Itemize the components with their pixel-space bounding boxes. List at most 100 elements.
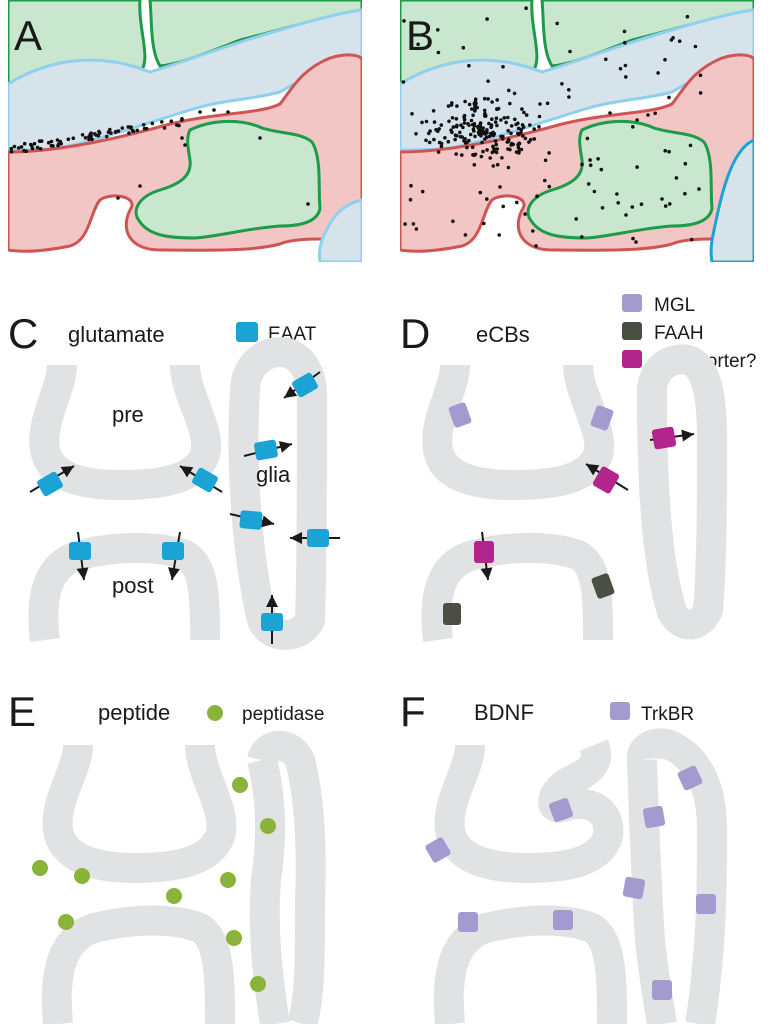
eaat-legend-swatch bbox=[236, 322, 258, 342]
panel-b-dot bbox=[498, 185, 502, 189]
peptidase-dot bbox=[74, 868, 90, 884]
panel-b-dot bbox=[495, 123, 499, 128]
panel-b-dot bbox=[493, 120, 498, 124]
transporter bbox=[592, 466, 620, 494]
panel-a-dot bbox=[180, 136, 184, 140]
panel-b-dot bbox=[449, 128, 453, 132]
panel-e-glia-membrane bbox=[247, 730, 326, 1024]
eaat-arrow-head bbox=[60, 466, 74, 478]
panel-b-dot bbox=[537, 125, 541, 129]
panel-b-dot bbox=[538, 102, 542, 106]
panel-b-dot bbox=[469, 118, 474, 123]
panel-b-dot bbox=[506, 165, 511, 170]
panel-b-dot bbox=[459, 123, 463, 127]
panel-b-dot bbox=[458, 130, 462, 135]
panel-b-dot bbox=[560, 82, 564, 86]
panel-b-dot bbox=[467, 123, 471, 127]
panel-a-dot bbox=[55, 138, 60, 142]
panel-b-dot bbox=[501, 65, 505, 69]
panel-b-dot bbox=[508, 147, 512, 152]
panel-d-title: eCBs bbox=[476, 322, 530, 347]
panel-b-dot bbox=[516, 121, 520, 126]
panel-b-dot bbox=[489, 123, 494, 127]
panel-b-dot bbox=[513, 117, 517, 122]
panel-a-dot bbox=[226, 110, 230, 114]
panel-b-dot bbox=[527, 140, 531, 144]
faah-legend-label: FAAH bbox=[654, 323, 704, 344]
panel-b-dot bbox=[600, 206, 605, 210]
eaat-arrow-head bbox=[260, 515, 274, 528]
panel-e-title: peptide bbox=[98, 700, 170, 725]
panel-b-dot bbox=[693, 44, 698, 49]
panel-b-dot bbox=[470, 145, 475, 150]
panel-a-dot bbox=[66, 137, 71, 141]
panel-b-dot bbox=[668, 202, 672, 206]
panel-f-letter: F bbox=[400, 688, 426, 735]
panel-b-dot bbox=[623, 40, 627, 45]
panel-a-dot bbox=[58, 139, 63, 144]
panel-b-dot bbox=[497, 233, 502, 237]
panel-b-dot bbox=[683, 161, 688, 166]
panel-a-dot bbox=[29, 144, 34, 148]
eaat-transporter bbox=[192, 467, 218, 493]
panel-b-dot bbox=[463, 233, 468, 237]
transporter bbox=[651, 426, 677, 450]
peptidase-legend-label: peptidase bbox=[242, 704, 324, 725]
transporter bbox=[474, 541, 494, 563]
panel-b-dot bbox=[462, 117, 467, 122]
panel-b-dot bbox=[439, 123, 444, 127]
panel-b-dot bbox=[663, 204, 668, 208]
panel-f-glia-membrane bbox=[627, 728, 727, 1024]
panel-b-dot bbox=[414, 132, 418, 136]
panel-a-dot bbox=[120, 126, 125, 130]
panel-b-dot bbox=[424, 119, 429, 124]
panel-a-dot bbox=[183, 143, 187, 147]
panel-b-dot bbox=[677, 39, 682, 43]
panel-d-glia-membrane bbox=[636, 344, 727, 640]
panel-b-dot bbox=[635, 118, 639, 122]
panel-a-dot bbox=[30, 146, 35, 151]
panel-b-dot bbox=[485, 148, 489, 152]
panel-b-dot bbox=[453, 137, 457, 142]
panel-a-dot bbox=[141, 123, 146, 127]
peptidase-dot bbox=[260, 818, 276, 834]
panel-b-dot bbox=[532, 127, 536, 131]
panel-b-dot bbox=[516, 131, 520, 136]
panel-a-dot bbox=[131, 129, 136, 134]
panel-b-dot bbox=[586, 182, 591, 186]
panel-b-dot bbox=[596, 157, 600, 161]
panel-b-dot bbox=[432, 137, 436, 142]
peptidase-dot bbox=[58, 914, 74, 930]
panel-b-dot bbox=[501, 204, 506, 209]
panel-b-dot bbox=[471, 113, 475, 118]
panel-b-dot bbox=[477, 132, 482, 137]
panel-a-dot bbox=[162, 126, 167, 130]
panel-b-dot bbox=[491, 164, 496, 168]
panel-d-enzymes bbox=[443, 402, 695, 625]
panel-b-dot bbox=[698, 73, 703, 78]
panel-a-dot bbox=[97, 129, 101, 134]
panel-b-dot bbox=[480, 140, 484, 145]
panel-b-dot bbox=[689, 237, 694, 242]
panel-b-dot bbox=[473, 97, 478, 101]
panel-f-presynaptic-membrane bbox=[434, 739, 624, 883]
panel-c-title: glutamate bbox=[68, 322, 165, 347]
panel-b-dot bbox=[646, 113, 650, 117]
panel-a-dot bbox=[306, 202, 310, 206]
panel-b-dot bbox=[500, 156, 504, 160]
panel-b-dot bbox=[653, 111, 657, 116]
panel-b-dot bbox=[618, 66, 623, 71]
panel-b-dot bbox=[478, 190, 483, 195]
panel-b-dot bbox=[432, 120, 437, 124]
panel-a: A bbox=[8, 0, 362, 262]
panel-b-dot bbox=[528, 123, 532, 127]
transporter-legend-swatch bbox=[622, 350, 642, 368]
panel-c-glia-membrane bbox=[228, 337, 327, 650]
panel-b-dot bbox=[585, 136, 590, 141]
panel-a-dot bbox=[169, 119, 174, 123]
panel-b-dot bbox=[472, 129, 476, 133]
panel-b-dot bbox=[492, 132, 497, 136]
panel-b-dot bbox=[443, 136, 447, 140]
panel-b-dot bbox=[660, 197, 664, 201]
panel-b-dot bbox=[403, 222, 407, 226]
